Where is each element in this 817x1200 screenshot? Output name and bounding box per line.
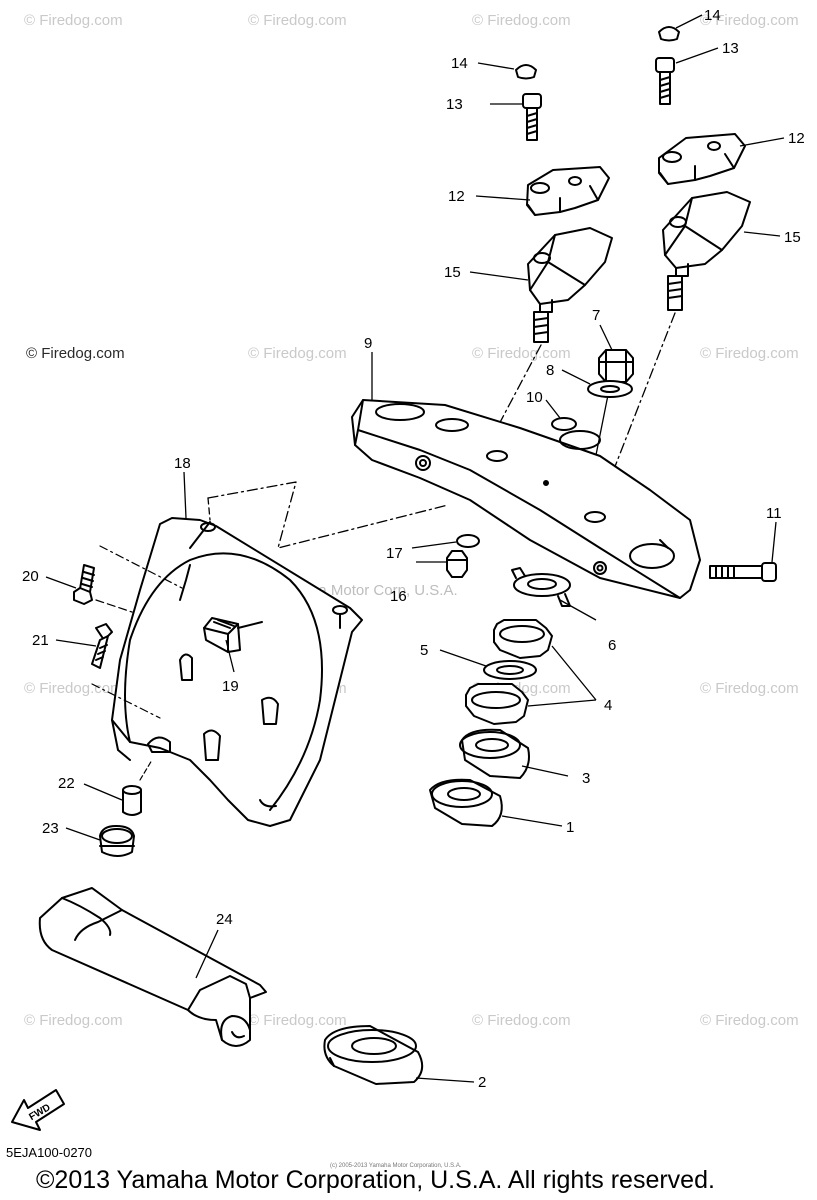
callout-15: 15 (444, 264, 461, 281)
callout-2: 2 (478, 1074, 486, 1091)
tiny-copyright: (c) 2005-2013 Yamaha Motor Corporation, … (330, 1163, 462, 1169)
watermark: © Firedog.com (700, 12, 799, 29)
callout-22: 22 (58, 775, 75, 792)
copyright-notice: ©2013 Yamaha Motor Corporation, U.S.A. A… (36, 1166, 715, 1194)
callout-13: 13 (446, 96, 463, 113)
callout-23: 23 (42, 820, 59, 837)
part-16-nut[interactable] (446, 550, 468, 578)
diagram-code: 5EJA100-0270 (6, 1145, 93, 1160)
part-8-washer[interactable] (587, 380, 633, 398)
watermark: © Firedog.com (700, 1012, 799, 1029)
part-9-upper-bracket[interactable] (351, 399, 701, 599)
callout-21: 21 (32, 632, 49, 649)
watermark: © Firedog.com (700, 345, 799, 362)
callout-15: 15 (784, 229, 801, 246)
fwd-arrow-icon (11, 1089, 65, 1131)
part-15-holder-left[interactable] (527, 227, 613, 343)
part-4-ring-nut-upper[interactable] (493, 619, 553, 659)
part-3-bearing[interactable] (459, 728, 530, 779)
callout-16: 16 (390, 588, 407, 605)
watermark: © Firedog.com (472, 345, 571, 362)
watermark: © Firedog.com (472, 12, 571, 29)
callout-labels: 14 14 13 13 12 12 15 15 7 8 10 9 11 6 4 … (22, 7, 805, 1123)
part-14-cap-right[interactable] (658, 26, 680, 42)
callout-11: 11 (766, 505, 782, 522)
callout-leaders (45, 14, 785, 1083)
callout-12: 12 (448, 188, 465, 205)
part-12-clamp-right[interactable] (658, 133, 746, 185)
part-15-holder-right[interactable] (662, 191, 751, 311)
callout-8: 8 (546, 362, 554, 379)
part-7-nut[interactable] (598, 349, 634, 383)
watermark: © Firedog.com (248, 12, 347, 29)
watermark: © Firedog.com (472, 1012, 571, 1029)
part-4-ring-nut-lower[interactable] (465, 683, 529, 725)
part-10-plug[interactable] (551, 417, 577, 431)
part-20-bolt[interactable] (73, 564, 95, 605)
part-11-bolt[interactable] (709, 562, 777, 582)
watermark: © Firedog.com (24, 680, 123, 697)
callout-3: 3 (582, 770, 590, 787)
callout-10: 10 (526, 389, 543, 406)
callout-20: 20 (22, 568, 39, 585)
watermark: © Firedog.com (24, 1012, 123, 1029)
watermark: © Firedog.com (24, 12, 123, 29)
part-12-clamp-left[interactable] (526, 166, 610, 216)
callout-18: 18 (174, 455, 191, 472)
part-21-bolt[interactable] (91, 623, 113, 669)
watermark-dark: © Firedog.com (26, 345, 125, 362)
callout-6: 6 (608, 637, 616, 654)
part-18-lower-bracket[interactable] (111, 517, 363, 827)
callout-14: 14 (704, 7, 721, 24)
part-1-bearing[interactable] (429, 778, 503, 827)
callout-24: 24 (216, 911, 233, 928)
part-22-collar[interactable] (122, 785, 142, 816)
part-17-washer[interactable] (456, 534, 480, 548)
callout-7: 7 (592, 307, 600, 324)
callout-4: 4 (604, 697, 612, 714)
watermark: © Firedog.com (248, 1012, 347, 1029)
part-6-lock-washer[interactable] (511, 567, 571, 607)
watermark: © Firedog.com (248, 345, 347, 362)
part-23-grommet[interactable] (99, 825, 135, 857)
part-14-cap-left[interactable] (515, 64, 537, 80)
callout-1: 1 (566, 819, 574, 836)
part-13-bolt-left[interactable] (522, 93, 542, 141)
watermark: © Firedog.com (700, 680, 799, 697)
callout-13: 13 (722, 40, 739, 57)
callout-5: 5 (420, 642, 428, 659)
callout-14: 14 (451, 55, 468, 72)
part-5-washer[interactable] (483, 660, 537, 680)
callout-19: 19 (222, 678, 239, 695)
callout-9: 9 (364, 335, 372, 352)
callout-17: 17 (386, 545, 403, 562)
part-13-bolt-right[interactable] (655, 57, 675, 105)
part-24-cover[interactable] (38, 887, 267, 1047)
part-2-bearing[interactable] (323, 1025, 424, 1085)
callout-12: 12 (788, 130, 805, 147)
